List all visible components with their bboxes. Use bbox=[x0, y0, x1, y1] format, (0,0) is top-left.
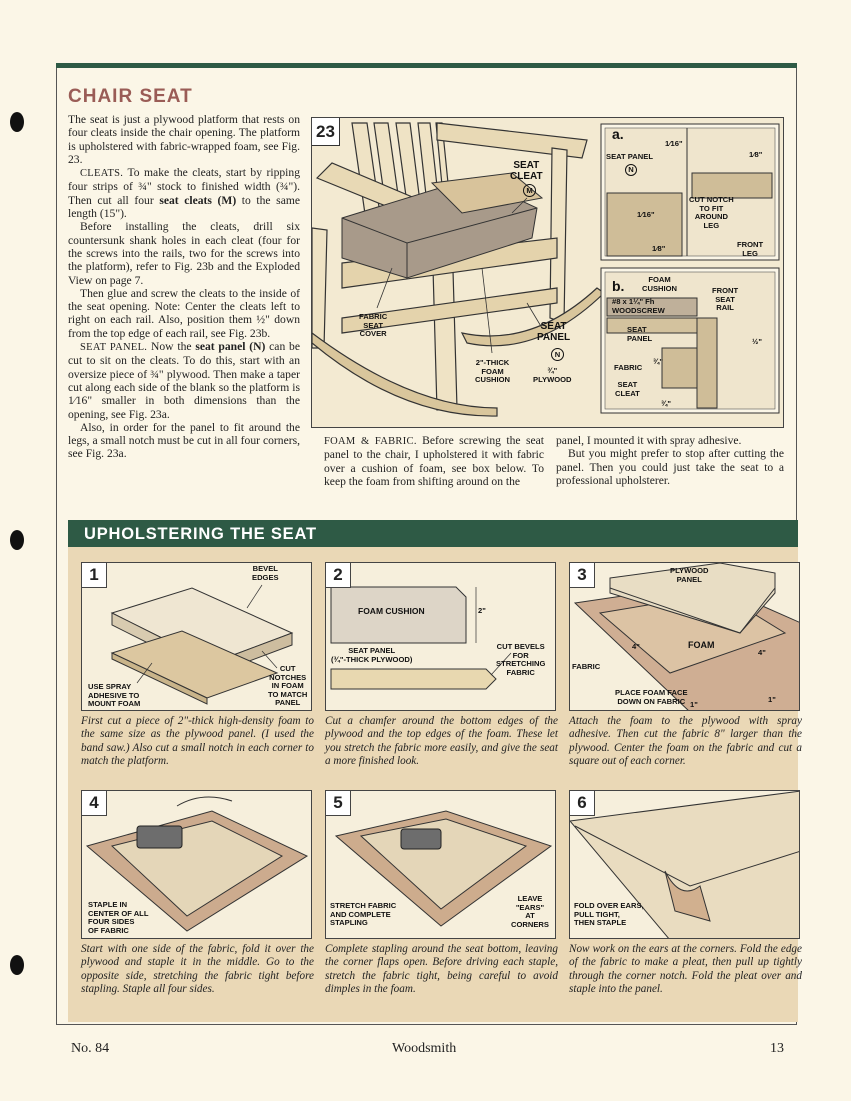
step-3-fabric-label: FABRIC bbox=[572, 662, 601, 671]
step-3-four-a: 4" bbox=[632, 642, 640, 651]
step-1-number: 1 bbox=[82, 563, 107, 588]
step-3-foam-label: FOAM bbox=[688, 640, 715, 650]
step-2-illustration bbox=[330, 586, 512, 690]
label-m-circle: M bbox=[523, 184, 536, 197]
step-1-spray-label: USE SPRAY ADHESIVE TO MOUNT FOAM bbox=[88, 682, 141, 709]
step-4-caption: Start with one side of the fabric, fold … bbox=[81, 943, 314, 995]
detail-b-dim-34a: ¾" bbox=[653, 357, 663, 366]
label-n-circle: N bbox=[551, 348, 564, 361]
footer-magazine: Woodsmith bbox=[392, 1041, 457, 1056]
step-6-caption: Now work on the ears at the corners. Fol… bbox=[569, 943, 802, 995]
step-2-caption: Cut a chamfer around the bottom edges of… bbox=[325, 715, 558, 767]
article-column-3: panel, I mounted it with spray adhesive.… bbox=[556, 434, 784, 487]
step-2-two-inch: 2" bbox=[478, 606, 486, 615]
step-3-number: 3 bbox=[570, 563, 595, 588]
foam-paragraph: FOAM & FABRIC. Before screwing the seat … bbox=[324, 434, 544, 488]
panel-paragraph: SEAT PANEL. Now the seat panel (N) can b… bbox=[68, 340, 300, 421]
section-title: CHAIR SEAT bbox=[68, 86, 193, 107]
step-6-illustration bbox=[570, 791, 799, 938]
step-1-bevel-label: BEVEL EDGES bbox=[252, 564, 279, 582]
col3-paragraph-2: But you might prefer to stop after cutti… bbox=[556, 447, 784, 487]
detail-b-letter: b. bbox=[612, 278, 625, 294]
detail-a-dim-2: 1⁄8" bbox=[749, 150, 763, 159]
step-5-panel: 5 STRETCH FABRIC AND COMPLETE STAPLING L… bbox=[325, 790, 556, 939]
step-4-staple-label: STAPLE IN CENTER OF ALL FOUR SIDES OF FA… bbox=[88, 900, 149, 935]
step-1-panel: 1 BEVEL EDGES USE SPRAY ADHESIVE TO MOUN… bbox=[81, 562, 312, 711]
step-4-number: 4 bbox=[82, 791, 107, 816]
detail-a-dim-4: 1⁄8" bbox=[652, 244, 666, 253]
detail-a-dim-3: 1⁄16" bbox=[637, 210, 655, 219]
detail-b-fabric: FABRIC bbox=[614, 363, 643, 372]
step-5-caption: Complete stapling around the seat bottom… bbox=[325, 943, 558, 995]
step-4-illustration bbox=[85, 796, 309, 932]
notch-paragraph: Also, in order for the panel to fit arou… bbox=[68, 420, 300, 461]
step-1-caption: First cut a piece of 2"-thick high-densi… bbox=[81, 715, 314, 767]
step-3-one-a: 1" bbox=[690, 700, 698, 709]
step-5-ears-label: LEAVE "EARS" AT CORNERS bbox=[511, 894, 549, 929]
cleats-run-in-head: CLEATS. bbox=[80, 168, 124, 180]
detail-b-seat-panel: SEAT PANEL bbox=[627, 325, 653, 343]
step-1-illustration bbox=[110, 584, 294, 705]
label-plywood: ¾" PLYWOOD bbox=[533, 366, 572, 384]
upholstering-title: UPHOLSTERING THE SEAT bbox=[68, 520, 798, 547]
label-fabric-cover: FABRIC SEAT COVER bbox=[359, 312, 388, 339]
detail-b-foam: FOAM CUSHION bbox=[642, 275, 678, 293]
detail-a-front-leg: FRONT LEG bbox=[737, 240, 764, 258]
step-3-panel: 3 PLYWOOD PANEL FOAM 4" 4" FABRIC PLACE … bbox=[569, 562, 800, 711]
step-5-number: 5 bbox=[326, 791, 351, 816]
step-5-stretch-label: STRETCH FABRIC AND COMPLETE STAPLING bbox=[330, 901, 397, 928]
panel-run-in-head: SEAT PANEL. bbox=[80, 342, 148, 354]
binder-hole bbox=[10, 112, 24, 132]
col3-paragraph-1: panel, I mounted it with spray adhesive. bbox=[556, 434, 742, 447]
detail-a-dim-1: 1⁄16" bbox=[665, 139, 683, 148]
detail-a-notch: CUT NOTCH TO FIT AROUND LEG bbox=[689, 195, 734, 230]
label-seat-cleat: SEAT CLEAT bbox=[510, 160, 543, 182]
intro-paragraph: The seat is just a plywood platform that… bbox=[68, 113, 300, 166]
figure-23: 23 SEAT CLEAT M FABRIC SEAT COVER SEAT P… bbox=[311, 117, 784, 428]
detail-b-rail: FRONT SEAT RAIL bbox=[712, 286, 739, 313]
step-3-ply-label: PLYWOOD PANEL bbox=[670, 566, 709, 584]
step-3-caption: Attach the foam to the plywood with spra… bbox=[569, 715, 802, 767]
detail-a-n-circle: N bbox=[625, 164, 637, 176]
step-3-four-b: 4" bbox=[758, 648, 766, 657]
step-3-illustration bbox=[573, 563, 799, 710]
label-foam-cushion: 2"-THICK FOAM CUSHION bbox=[475, 358, 511, 385]
binder-hole bbox=[10, 530, 24, 550]
detail-b-dim-12: ½" bbox=[752, 337, 762, 346]
foam-run-in-head: FOAM & FABRIC. bbox=[324, 436, 417, 447]
top-rule bbox=[56, 63, 797, 68]
step-2-panel-label: SEAT PANEL (¾"-THICK PLYWOOD) bbox=[331, 646, 413, 664]
chair-illustration bbox=[312, 122, 780, 417]
step-6-panel: 6 FOLD OVER EARS, PULL TIGHT, THEN STAPL… bbox=[569, 790, 800, 939]
drill-paragraph: Before installing the cleats, drill six … bbox=[68, 220, 300, 287]
step-3-place-label: PLACE FOAM FACE DOWN ON FABRIC bbox=[615, 688, 688, 706]
step-2-foam-label: FOAM CUSHION bbox=[358, 606, 425, 616]
step-6-fold-label: FOLD OVER EARS, PULL TIGHT, THEN STAPLE bbox=[574, 901, 644, 928]
step-3-one-b: 1" bbox=[768, 695, 776, 704]
detail-b-dim-34b: ¾" bbox=[661, 399, 671, 408]
step-2-panel: 2 FOAM CUSHION 2" SEAT PANEL (¾"-THICK P… bbox=[325, 562, 556, 711]
detail-a-seat-panel: SEAT PANEL bbox=[606, 152, 653, 161]
detail-b-cleat: SEAT CLEAT bbox=[615, 380, 640, 398]
step-4-panel: 4 STAPLE IN CENTER OF ALL FOUR SIDES OF … bbox=[81, 790, 312, 939]
detail-b-screw: #8 x 1¼" Fh WOODSCREW bbox=[612, 297, 665, 315]
cleats-paragraph: CLEATS. To make the cleats, start by rip… bbox=[68, 166, 301, 221]
footer-issue: No. 84 bbox=[71, 1041, 110, 1056]
step-5-illustration bbox=[334, 810, 553, 927]
step-2-number: 2 bbox=[326, 563, 351, 588]
footer-page-number: 13 bbox=[770, 1041, 784, 1056]
step-2-bevels-label: CUT BEVELS FOR STRETCHING FABRIC bbox=[496, 642, 546, 677]
label-seat-panel: SEAT PANEL bbox=[537, 321, 571, 343]
binder-hole bbox=[10, 955, 24, 975]
step-6-number: 6 bbox=[570, 791, 595, 816]
figure-number: 23 bbox=[312, 118, 340, 146]
article-column-2: FOAM & FABRIC. Before screwing the seat … bbox=[324, 434, 544, 488]
step-1-notches-label: CUT NOTCHES IN FOAM TO MATCH PANEL bbox=[268, 664, 308, 708]
article-column-1: The seat is just a plywood platform that… bbox=[68, 113, 300, 461]
glue-paragraph: Then glue and screw the cleats to the in… bbox=[68, 286, 300, 340]
detail-a-letter: a. bbox=[612, 126, 624, 142]
